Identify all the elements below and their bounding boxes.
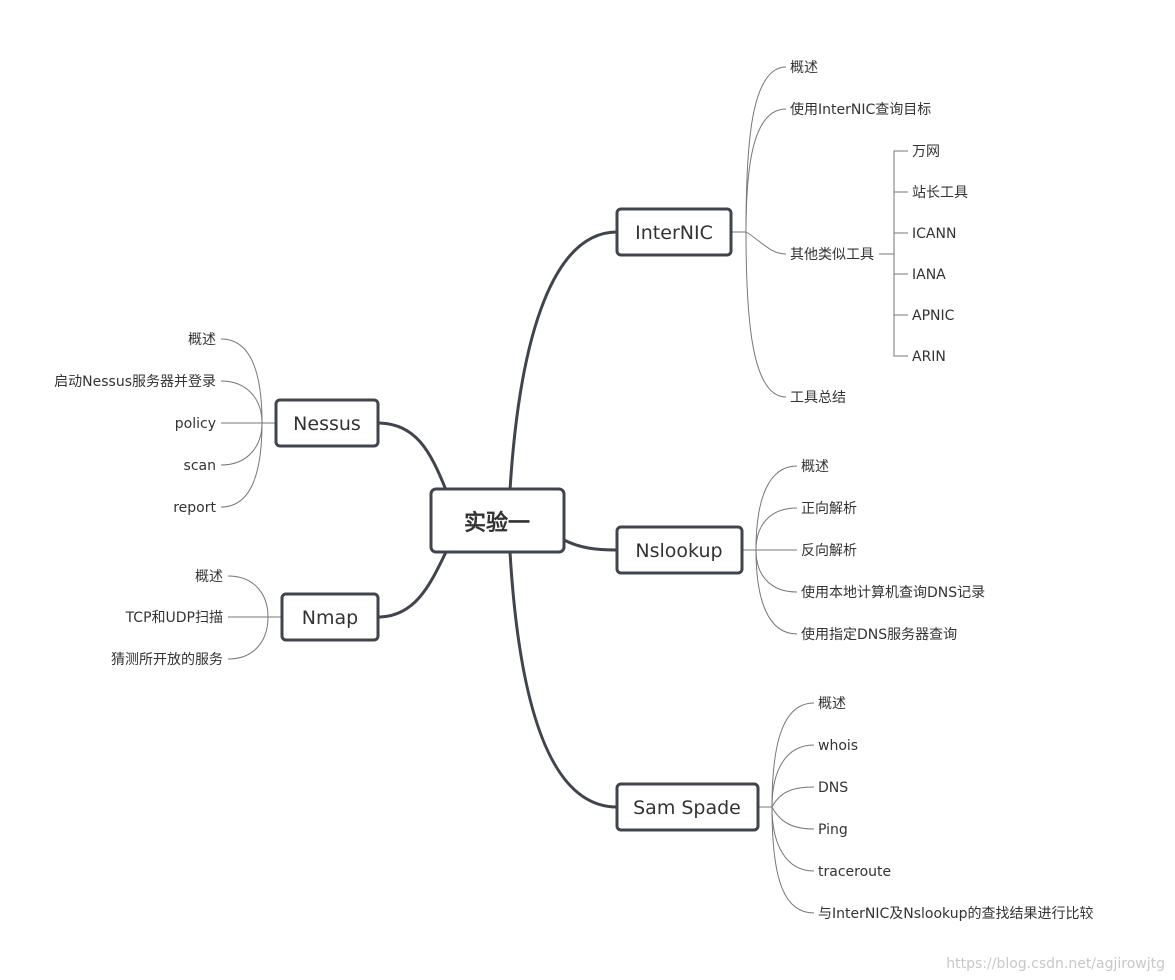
branch-nmap-label: Nmap xyxy=(302,607,358,629)
branch-nslookup[interactable]: Nslookup xyxy=(615,525,744,575)
list-item[interactable]: report xyxy=(173,500,216,516)
list-item[interactable]: Ping xyxy=(818,822,848,838)
connector-root-internic xyxy=(508,230,618,491)
samspade-children: 概述 whois DNS Ping traceroute 与InterNIC及N… xyxy=(818,696,1093,922)
list-item[interactable]: 概述 xyxy=(801,459,829,475)
nessus-children: 概述 启动Nessus服务器并登录 policy scan report xyxy=(54,332,216,516)
list-item[interactable]: 万网 xyxy=(912,144,940,160)
connector-root-nmap xyxy=(377,551,448,619)
list-item[interactable]: 使用InterNIC查询目标 xyxy=(790,101,931,118)
list-item[interactable]: 反向解析 xyxy=(801,543,857,559)
nslookup-children: 概述 正向解析 反向解析 使用本地计算机查询DNS记录 使用指定DNS服务器查询 xyxy=(801,459,985,643)
list-item[interactable]: TCP和UDP扫描 xyxy=(125,610,223,626)
list-item[interactable]: policy xyxy=(175,416,216,432)
list-item[interactable]: 猜测所开放的服务 xyxy=(111,652,223,668)
branch-nessus[interactable]: Nessus xyxy=(274,398,380,448)
main-connectors xyxy=(377,230,618,809)
list-item[interactable]: 与InterNIC及Nslookup的查找结果进行比较 xyxy=(818,906,1093,922)
list-item[interactable]: traceroute xyxy=(818,864,891,880)
list-item[interactable]: 其他类似工具 xyxy=(790,247,874,263)
list-item[interactable]: 概述 xyxy=(188,332,216,348)
list-item[interactable]: scan xyxy=(184,458,216,474)
branch-internic[interactable]: InterNIC xyxy=(615,207,733,257)
list-item[interactable]: 启动Nessus服务器并登录 xyxy=(54,374,216,390)
samspade-connectors xyxy=(758,702,815,914)
list-item[interactable]: 站长工具 xyxy=(912,185,968,201)
connector-root-nessus xyxy=(377,421,448,491)
nmap-connectors xyxy=(227,575,282,660)
connector-root-nslookup xyxy=(563,538,618,552)
list-item[interactable]: 概述 xyxy=(195,569,223,585)
list-item[interactable]: 使用本地计算机查询DNS记录 xyxy=(801,584,985,601)
list-item[interactable]: 正向解析 xyxy=(801,501,857,517)
branch-nmap[interactable]: Nmap xyxy=(280,592,380,642)
root-node[interactable]: 实验一 xyxy=(429,487,566,554)
nslookup-connectors xyxy=(742,465,798,635)
branch-samspade[interactable]: Sam Spade xyxy=(615,782,760,832)
branch-internic-label: InterNIC xyxy=(635,222,713,244)
watermark: https://blog.csdn.net/agjirowjtg xyxy=(946,956,1165,972)
list-item[interactable]: IANA xyxy=(912,267,946,283)
connector-root-samspade xyxy=(508,551,618,809)
list-item[interactable]: 使用指定DNS服务器查询 xyxy=(801,626,957,643)
internic-connectors xyxy=(731,66,908,398)
nessus-connectors xyxy=(220,338,276,508)
list-item[interactable]: ICANN xyxy=(912,226,956,242)
internic-children: 概述 使用InterNIC查询目标 其他类似工具 工具总结 万网 站长工具 IC… xyxy=(790,60,968,406)
branch-nslookup-label: Nslookup xyxy=(635,540,722,562)
list-item[interactable]: DNS xyxy=(818,780,848,796)
branch-samspade-label: Sam Spade xyxy=(633,797,741,819)
list-item[interactable]: 概述 xyxy=(818,696,846,712)
list-item[interactable]: ARIN xyxy=(912,349,946,365)
root-label: 实验一 xyxy=(464,510,530,536)
list-item[interactable]: 概述 xyxy=(790,60,818,76)
list-item[interactable]: 工具总结 xyxy=(790,390,846,406)
branch-nessus-label: Nessus xyxy=(293,413,361,435)
list-item[interactable]: whois xyxy=(818,738,858,754)
nmap-children: 概述 TCP和UDP扫描 猜测所开放的服务 xyxy=(111,569,223,668)
list-item[interactable]: APNIC xyxy=(912,308,955,324)
